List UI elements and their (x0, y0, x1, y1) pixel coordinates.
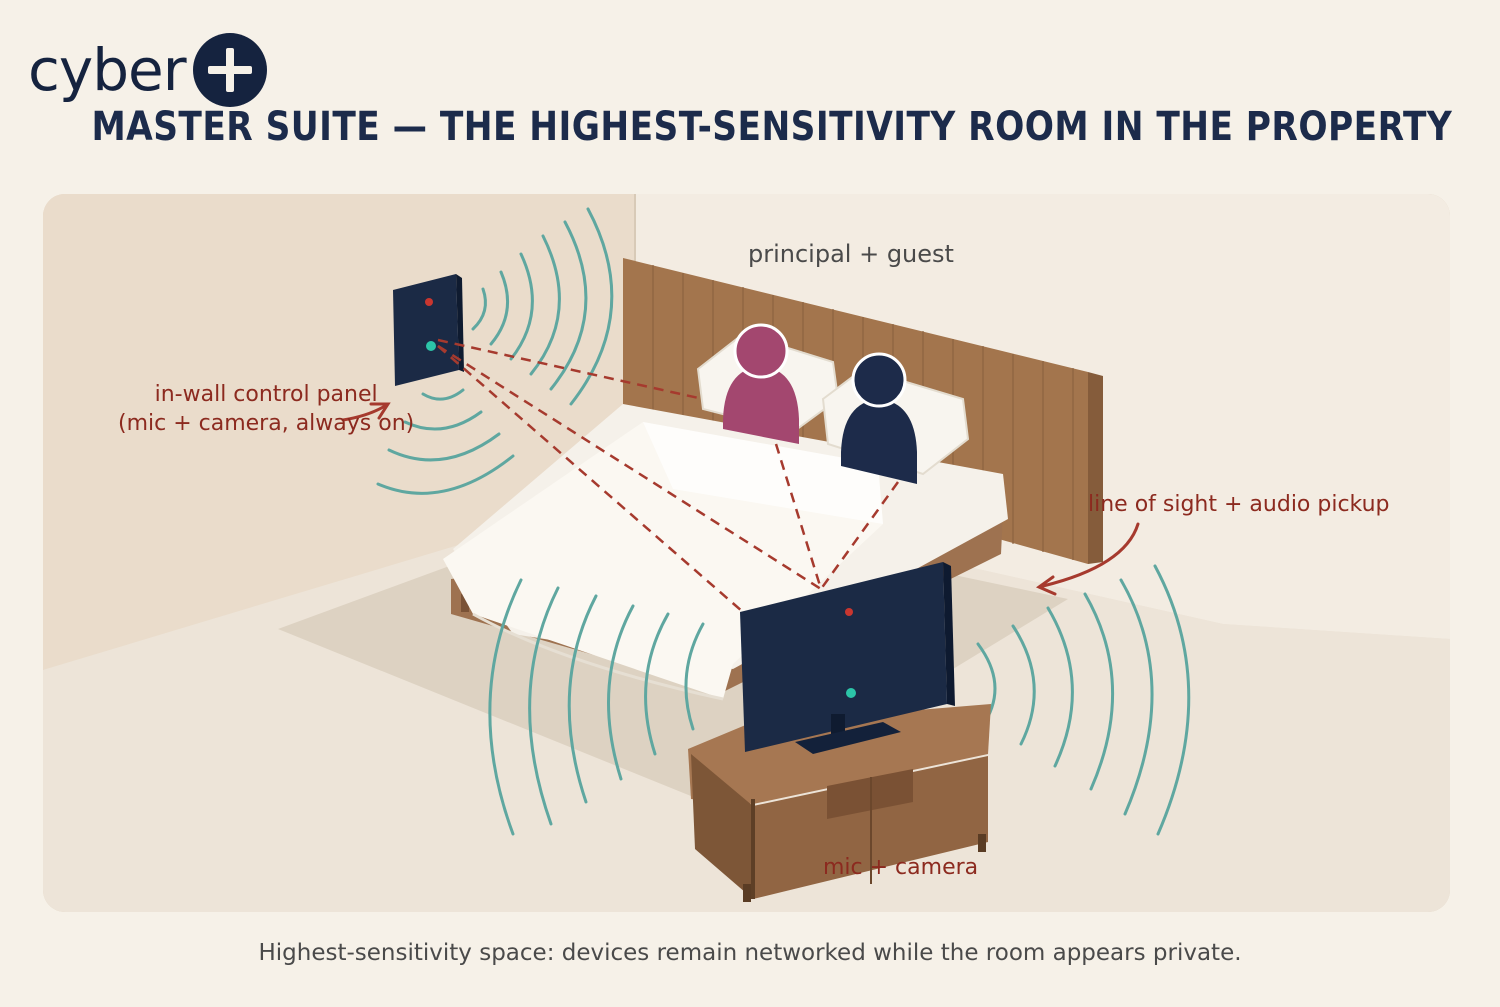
panel-signal-waves (376, 207, 614, 495)
page-title: MASTER SUITE — THE HIGHEST-SENSITIVITY R… (91, 104, 1452, 150)
bedroom-scene (43, 194, 1450, 912)
footer-caption: Highest-sensitivity space: devices remai… (258, 940, 1242, 966)
occupants-label: principal + guest (748, 240, 954, 268)
brand-wordmark: cyber (28, 36, 187, 104)
tv-label: mic + camera (823, 855, 979, 880)
left-wall (43, 194, 635, 670)
sight-line-label: line of sight + audio pickup (1088, 492, 1390, 517)
control-panel-icon (393, 274, 464, 386)
room-illustration: principal + guest in-wall control panel … (43, 194, 1450, 912)
tv-icon (740, 562, 955, 754)
wall-panel-label-line2: (mic + camera, always on) (118, 410, 415, 436)
brand-logo: cyber (28, 30, 268, 110)
tv-signal-waves (488, 564, 1191, 836)
guest-person-icon (841, 352, 917, 484)
wall-panel-label-line1: in-wall control panel (154, 382, 378, 407)
label-arrows (341, 402, 1140, 596)
principal-person-icon (723, 323, 799, 444)
plus-circle-icon (192, 33, 267, 107)
wall-panel-label: in-wall control panel (mic + camera, alw… (118, 381, 414, 438)
sight-lines (437, 338, 900, 613)
